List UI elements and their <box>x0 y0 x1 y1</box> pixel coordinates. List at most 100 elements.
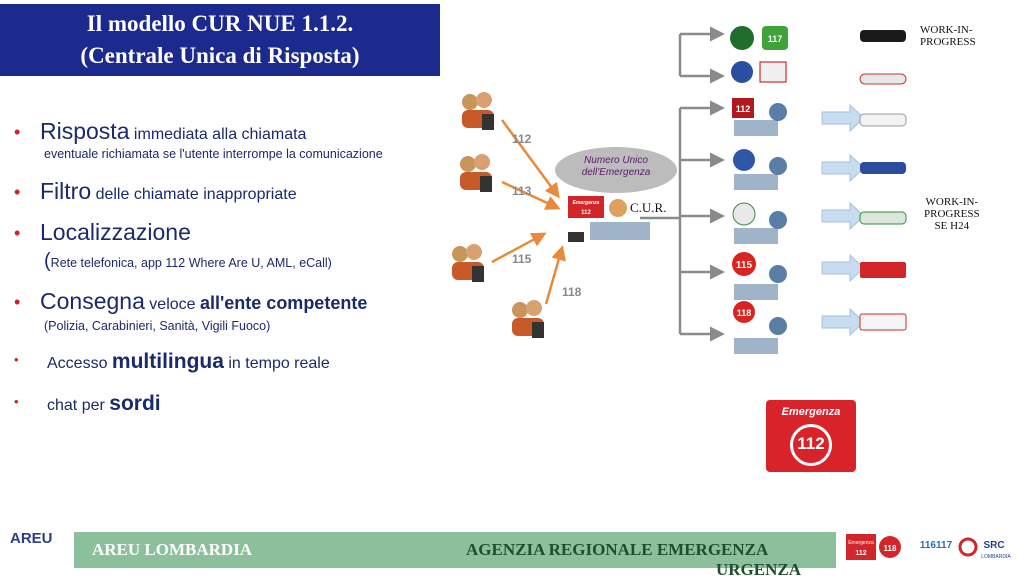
bullet-dot: • <box>14 352 19 367</box>
boat-vehicle <box>859 73 907 85</box>
caller-person <box>456 90 500 134</box>
coastguard-badge <box>759 61 787 83</box>
svg-text:118: 118 <box>737 308 752 318</box>
vehicles <box>859 30 907 331</box>
svg-text:SRC: SRC <box>983 540 1004 551</box>
footer-logos: Emergenza 112 118 116117 SRC LOMBARDIA <box>846 532 1022 562</box>
police-badge <box>733 149 755 171</box>
footer-bar <box>74 532 836 568</box>
emergenza-112-logo: Emergenza 112 <box>766 400 856 472</box>
bullet-multilingua: • Accesso multilingua in tempo reale <box>14 350 330 374</box>
call-number-118: 118 <box>562 285 582 299</box>
ambulance <box>859 313 907 331</box>
police-car <box>860 162 906 174</box>
bullet-sub: (Polizia, Carabinieri, Sanità, Vigili Fu… <box>44 319 271 333</box>
badge-115 <box>732 252 756 276</box>
cur-monitors <box>590 222 650 240</box>
emergenza-number: 112 <box>797 434 825 453</box>
cloud-line-1: Numero Unico <box>584 155 648 166</box>
logo-src-icon <box>958 537 978 557</box>
bullet-bold: Filtro <box>40 178 92 204</box>
bullet-dot: • <box>14 394 19 409</box>
bullet-text: immediata alla chiamata <box>129 126 307 143</box>
title-line-2: (Centrale Unica di Risposta) <box>80 43 360 68</box>
operator-stations <box>734 103 787 354</box>
carabinieri-forest-badge <box>730 26 754 50</box>
badge-117 <box>762 26 788 50</box>
title-line-1: Il modello CUR NUE 1.1.2. <box>86 11 354 36</box>
call-arrow-118 <box>544 245 566 305</box>
bullet-text: veloce <box>144 296 200 313</box>
bullet-dot: • <box>14 122 21 142</box>
fire-truck <box>860 262 906 278</box>
svg-text:112: 112 <box>855 550 866 557</box>
bullet-dot: • <box>14 223 21 243</box>
bullet-pre: chat per <box>47 397 110 414</box>
svg-text:117: 117 <box>768 34 783 44</box>
car-vehicle <box>859 113 907 127</box>
svg-text:112: 112 <box>736 104 751 114</box>
svg-text:Emergenza: Emergenza <box>848 540 874 546</box>
bullet-filtro: • Filtro delle chiamate inappropriate <box>14 178 297 205</box>
cur-diagram: 117 112 115 118 Emergenza 112 <box>491 26 907 354</box>
badge-112 <box>732 98 754 118</box>
footer-left-text: AREU LOMBARDIA <box>92 540 253 559</box>
call-arrow-115 <box>491 232 547 264</box>
wip-label-h24: WORK-IN- PROGRESS SE H24 <box>924 196 980 232</box>
bullet-dot: • <box>14 182 21 202</box>
caller-person <box>446 242 490 286</box>
svg-text:115: 115 <box>736 260 753 271</box>
emergenza-label: Emergenza <box>781 406 841 418</box>
bullet-sub: eventuale richiamata se l'utente interro… <box>44 147 383 161</box>
footer-right-text: AGENZIA REGIONALE EMERGENZA <box>466 540 769 559</box>
svg-text:Emergenza: Emergenza <box>573 200 600 206</box>
bullet-bold-2: all'ente competente <box>200 293 368 313</box>
bullet-bold: sordi <box>109 392 161 415</box>
bullet-sub: (Rete telefonica, app 112 Where Are U, A… <box>44 250 332 273</box>
bullet-dot: • <box>14 292 21 312</box>
call-number-115: 115 <box>512 252 532 266</box>
svg-text:LOMBARDIA: LOMBARDIA <box>981 554 1011 560</box>
car-vehicle <box>860 30 906 42</box>
cloud-line-2: dell'Emergenza <box>581 167 651 178</box>
caller-person <box>454 152 498 196</box>
badge-118 <box>733 301 755 323</box>
bullet-consegna: • Consegna veloce all'ente competente (P… <box>14 288 367 333</box>
cur-operator <box>609 199 627 217</box>
areu-logo: AREU <box>10 530 53 547</box>
dispatch-arrows <box>821 103 865 337</box>
svg-text:118: 118 <box>884 544 897 553</box>
finanza-car <box>859 211 907 225</box>
call-number-113: 113 <box>512 184 532 198</box>
logo-emergenza-112 <box>846 534 876 560</box>
bullet-bold: multilingua <box>111 350 224 373</box>
phone-circle-icon <box>790 424 832 466</box>
bullet-bold: Risposta <box>40 118 130 144</box>
bullet-text: delle chiamate inappropriate <box>91 186 297 203</box>
call-arrow-112 <box>500 119 560 199</box>
logo-116117: 116117 <box>920 540 953 551</box>
bullet-localizzazione: • Localizzazione (Rete telefonica, app 1… <box>14 219 332 273</box>
title-banner: Il modello CUR NUE 1.1.2. (Centrale Unic… <box>0 4 440 76</box>
bullet-bold: Localizzazione <box>40 219 191 245</box>
agency-badges: 117 112 115 118 <box>730 26 788 323</box>
finanza-badge <box>732 202 756 226</box>
bullet-risposta: • Risposta immediata alla chiamata event… <box>14 118 383 161</box>
bullet-bold: Consegna <box>40 288 145 314</box>
paren: ( <box>44 250 51 272</box>
cur-label: C.U.R. <box>630 200 667 215</box>
cur-phone <box>568 232 584 242</box>
wip-label-top: WORK-IN- PROGRESS <box>920 24 976 48</box>
footer-right-text-2: URGENZA <box>716 560 802 579</box>
cur-station: Emergenza 112 <box>568 196 650 242</box>
logo-118 <box>879 536 901 558</box>
bullet-text: in tempo reale <box>223 355 330 372</box>
call-arrow-113 <box>501 180 561 210</box>
numero-unico-cloud: Numero Unico dell'Emergenza <box>555 147 677 193</box>
bullet-sub-text: Rete telefonica, app 112 Where Are U, AM… <box>50 256 332 270</box>
svg-text:112: 112 <box>581 210 591 216</box>
call-number-112: 112 <box>512 132 532 146</box>
bullet-sordi: • chat per sordi <box>14 392 161 416</box>
badge-1530 <box>731 61 753 83</box>
cur-emergenza-badge <box>568 196 604 218</box>
